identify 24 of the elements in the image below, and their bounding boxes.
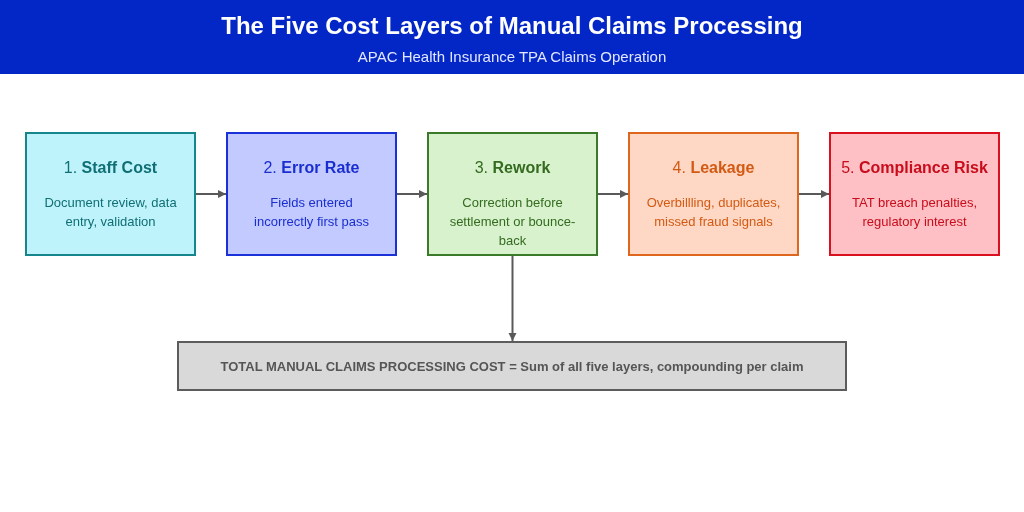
box-title: 1. Staff Cost [63,158,158,177]
summary-text: TOTAL MANUAL CLAIMS PROCESSING COST = Sum of all five layers, compounding per claim [220,358,804,374]
box-title: 4. Leakage [672,158,755,177]
process-box [628,132,799,256]
diagram-subtitle: APAC Health Insurance TPA Claims Operation [357,48,667,66]
box-description: Overbillling, duplicates, missed fraud signals [645,194,782,231]
box-description: Fields entered incorrectly first pass [253,194,370,231]
box-title: 5. Compliance Risk [841,158,988,177]
arrow [798,190,830,198]
process-box [829,132,1000,256]
diagram-title: The Five Cost Layers of Manual Claims Processing [221,11,803,40]
box-description: Document review, data entry, validation [43,194,178,231]
process-box [25,132,196,256]
box-description: TAT breach penalties, regulatory interest [851,194,978,231]
box-description: Correction before settlement or bounce-back [448,194,577,250]
arrow [396,190,428,198]
arrow [508,255,517,342]
process-box [427,132,598,256]
box-title: 3. Rework [474,158,551,177]
process-box [226,132,397,256]
arrow [195,190,227,198]
arrow [597,190,629,198]
box-title: 2. Error Rate [263,158,360,177]
summary-box [177,341,847,391]
